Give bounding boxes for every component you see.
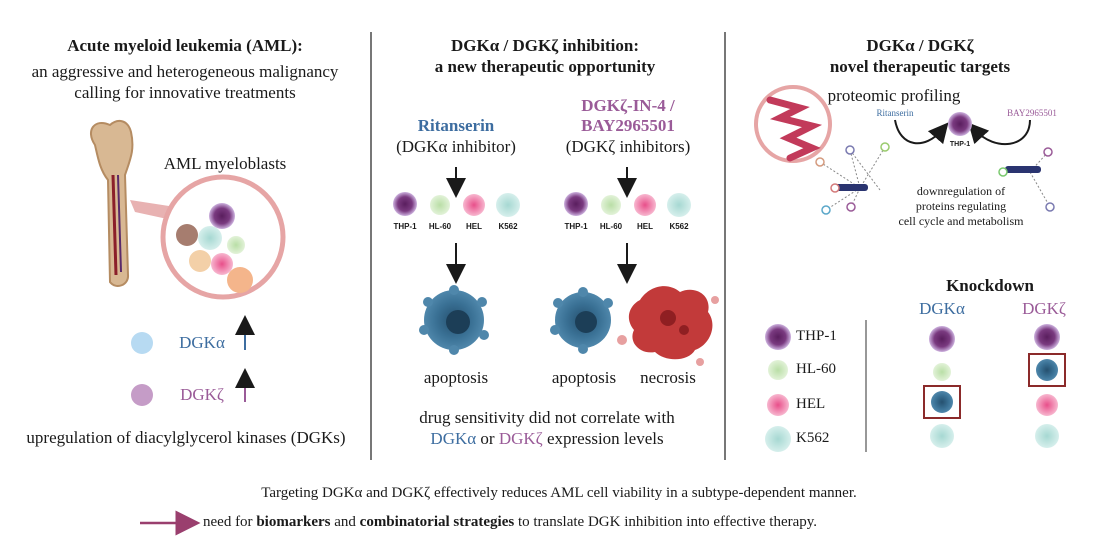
footer-post: to translate DGK inhibition into effecti… [514,514,818,530]
lens-cell-orange [227,267,253,293]
left-subtitle-2: calling for innovative treatments [74,83,296,102]
bay-small-label: BAY2965501 [1007,108,1057,118]
necrotic-cell [617,286,719,366]
mid-a-cell-label-hel: HEL [466,222,482,231]
bay-curve [968,119,1031,146]
sensitivity-line-1: drug sensitivity did not correlate with [419,408,675,427]
right-title-2: novel therapeutic targets [829,57,1011,76]
dgka-label: DGKα [179,333,225,352]
sensitivity-line-2: DGKα or DGKζ expression levels [430,429,663,449]
knockdown-dgkz-cells [1034,324,1060,448]
knockdown-dgka-label: DGKα [919,299,965,318]
mid-title-2: a new therapeutic opportunity [434,57,656,76]
mid-z-cell-label-k562: K562 [669,222,689,231]
knockdown-dgkz-label: DGKζ [1022,299,1066,318]
divider-left [370,32,372,460]
footer-line-1: Targeting DGKα and DGKζ effectively redu… [261,485,857,501]
bone-illustration [90,119,134,287]
mid-z-cell-label-hel: HEL [637,222,653,231]
protein-bar-left [832,184,868,191]
mid-z-cell-label-hl60: HL-60 [599,222,623,231]
myeloblasts-label: AML myeloblasts [163,154,287,173]
knockdown-label-hl60: HL-60 [796,361,836,377]
footer-mid: and [330,514,360,530]
sensitivity-dgka: DGKα [430,429,477,448]
downreg-line-2: proteins regulating [915,199,1007,213]
sensitivity-end: expression levels [542,429,664,448]
outcome-a: apoptosis [423,368,489,387]
mid-cells-a [393,192,520,217]
knockdown-box-dgka-hel [923,385,961,419]
knockdown-label-thp1: THP-1 [796,328,837,344]
downreg-line-1: downregulation of [916,184,1006,198]
footer-biomarkers: biomarkers [256,514,331,530]
proteomic-label: proteomic profiling [827,86,961,105]
drug-z-name-2: BAY2965501 [581,116,675,135]
knockdown-label-hel: HEL [796,396,826,412]
mid-title-1: DGKα / DGKζ inhibition: [451,36,639,55]
downreg-line-3: cell cycle and metabolism [898,214,1024,228]
thp1-proteomic-cell [948,112,972,136]
mid-cells-z [564,192,691,217]
lens-cell-pink [211,253,233,275]
mid-a-cell-label-thp1: THP-1 [393,222,417,231]
sensitivity-or: or [476,429,499,448]
lens-cell-peach [189,250,211,272]
footer-combinatorial: combinatorial strategies [359,514,515,530]
knockdown-box-dgkz-hl60 [1028,353,1066,387]
outcome-z-necrosis: necrosis [640,368,696,387]
dgkz-label: DGKζ [180,385,224,404]
knockdown-label-k562: K562 [796,430,830,446]
dgka-dot [131,332,153,354]
knockdown-dgka-cells [929,326,955,448]
lens-cell-purple [209,203,235,229]
network-nodes [815,142,1055,215]
apoptotic-cell-z [550,287,613,354]
mid-a-cell-label-hl60: HL-60 [428,222,452,231]
right-title-1: DGKα / DGKζ [866,36,974,55]
left-subtitle-1: an aggressive and heterogeneous malignan… [31,62,339,81]
left-title: Acute myeloid leukemia (AML): [67,36,303,55]
lens-cell-teal [198,226,222,250]
proteomic-icon [754,85,832,163]
dgkz-dot [131,384,153,406]
drug-a-name: Ritanserin [417,116,495,135]
knockdown-title: Knockdown [946,276,1034,295]
protein-bar-right [1005,166,1041,173]
thp1-small-label: THP-1 [949,141,971,148]
drug-a-desc: (DGKα inhibitor) [396,137,516,156]
knockdown-legend-cells [765,324,791,452]
upregulation-text: upregulation of diacylglycerol kinases (… [26,428,346,447]
mid-z-cell-label-thp1: THP-1 [564,222,588,231]
divider-right [724,32,726,460]
drug-z-desc: (DGKζ inhibitors) [565,137,691,156]
apoptotic-cell-a [419,285,489,355]
lens-cell-green [227,236,245,254]
footer-line-2: need for biomarkers and combinatorial st… [203,514,817,531]
drug-z-name-1: DGKζ-IN-4 / [581,96,675,115]
ritanserin-small-label: Ritanserin [876,108,914,118]
footer-pre: need for [203,514,257,530]
mid-a-cell-label-k562: K562 [498,222,518,231]
lens-cell-brown [176,224,198,246]
outcome-z-apoptosis: apoptosis [551,368,617,387]
sensitivity-dgkz: DGKζ [498,429,543,448]
ritanserin-curve [894,119,949,145]
